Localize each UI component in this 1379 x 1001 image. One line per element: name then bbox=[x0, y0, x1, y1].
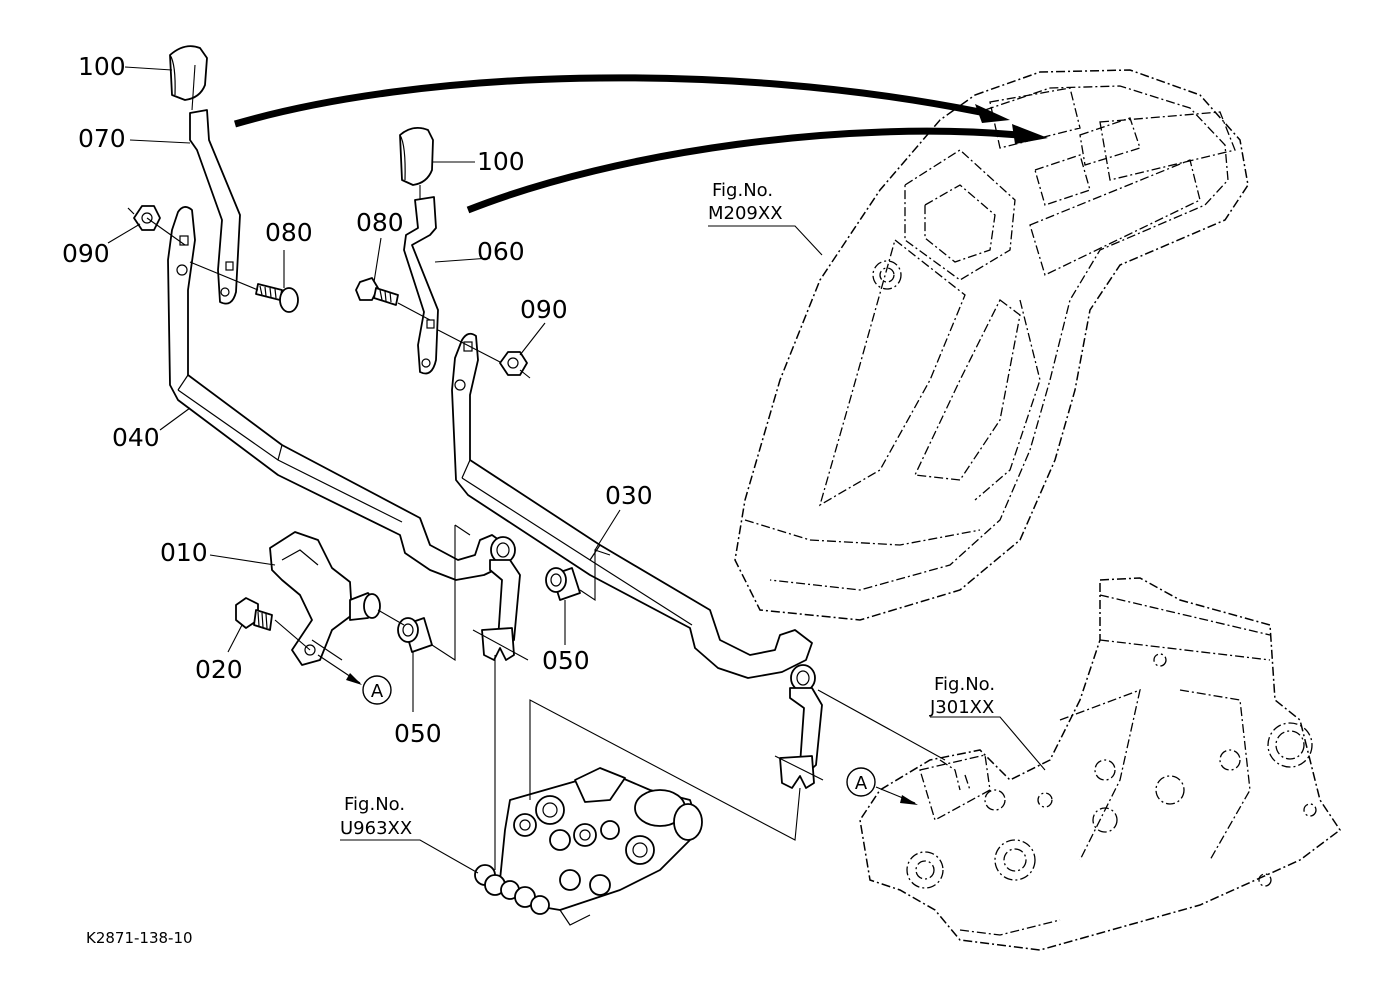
figure-references: Fig.No. M209XX Fig.No. J301XX Fig.No. U9… bbox=[340, 180, 995, 839]
reference-a-right-label: A bbox=[855, 773, 868, 794]
reference-a-right: A bbox=[846, 767, 918, 805]
control-valve bbox=[474, 767, 703, 926]
assembly-arrows bbox=[234, 74, 1048, 214]
label-bracket: 010 bbox=[160, 538, 208, 567]
label-nut-left: 090 bbox=[62, 239, 110, 268]
label-bushing-left: 050 bbox=[394, 719, 442, 748]
assembly-guide-lines bbox=[146, 64, 946, 870]
fig-ref-housing-line1: Fig.No. bbox=[934, 674, 995, 695]
bushing-right bbox=[545, 567, 581, 601]
left-bolt bbox=[255, 283, 299, 313]
right-shift-lever bbox=[451, 332, 823, 789]
label-grip-right: 060 bbox=[477, 237, 525, 266]
reference-a-left-label: A bbox=[371, 681, 384, 702]
fig-ref-valve-line1: Fig.No. bbox=[344, 794, 405, 815]
right-nut bbox=[499, 351, 528, 376]
transmission-housing bbox=[859, 577, 1342, 951]
screw bbox=[235, 597, 273, 631]
right-lever-grip bbox=[403, 196, 439, 375]
bracket bbox=[269, 531, 381, 666]
label-bushing-right: 050 bbox=[542, 646, 590, 675]
reference-a-left: A bbox=[317, 654, 392, 705]
fender-assembly bbox=[734, 69, 1249, 621]
part-labels: 100 070 090 080 040 100 080 060 090 030 … bbox=[62, 52, 653, 748]
left-nut bbox=[127, 205, 161, 231]
label-knob-right: 100 bbox=[477, 147, 525, 176]
label-bolt-left: 080 bbox=[265, 218, 313, 247]
leader-lines bbox=[107, 66, 1046, 874]
label-lever-left: 040 bbox=[112, 423, 160, 452]
left-lever-grip bbox=[189, 109, 241, 305]
fig-ref-fender-line2: M209XX bbox=[708, 203, 783, 224]
drawing-code: K2871-138-10 bbox=[86, 929, 193, 947]
label-knob-left: 100 bbox=[78, 52, 126, 81]
bushing-left bbox=[397, 617, 433, 653]
fig-ref-valve-line2: U963XX bbox=[340, 818, 412, 839]
label-grip-left: 070 bbox=[78, 124, 126, 153]
label-screw: 020 bbox=[195, 655, 243, 684]
right-bolt bbox=[355, 277, 399, 306]
label-bolt-right: 080 bbox=[356, 208, 404, 237]
right-lever-knob bbox=[399, 126, 434, 186]
fig-ref-fender-line1: Fig.No. bbox=[712, 180, 773, 201]
label-nut-right: 090 bbox=[520, 295, 568, 324]
left-lever-knob bbox=[169, 45, 208, 101]
label-lever-right: 030 bbox=[605, 481, 653, 510]
fig-ref-housing-line2: J301XX bbox=[929, 697, 994, 718]
